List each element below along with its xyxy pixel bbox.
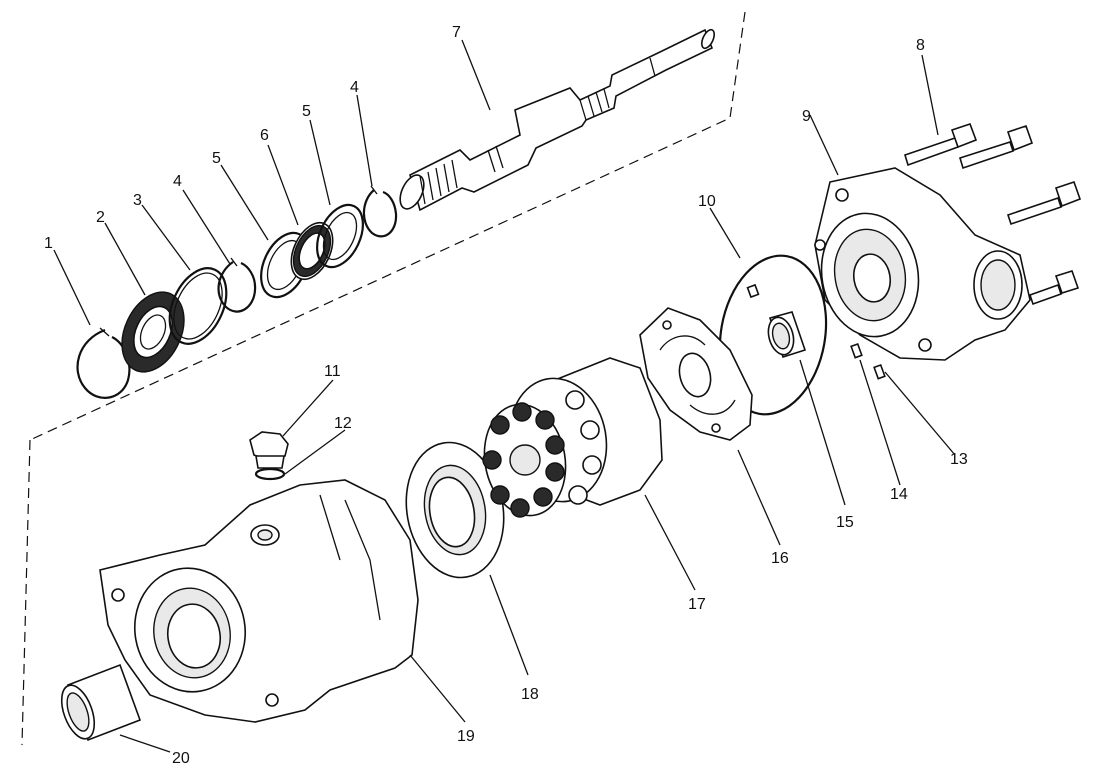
label-2: 2 — [96, 209, 105, 226]
label-7: 7 — [452, 24, 461, 41]
label-6: 6 — [260, 127, 269, 144]
part-10-o-ring — [718, 254, 828, 416]
part-3-ring — [168, 267, 228, 345]
part-7-drive-shaft — [399, 28, 715, 212]
label-14: 14 — [890, 486, 908, 503]
part-11-plug — [249, 431, 289, 469]
part-8-bolts — [904, 122, 1082, 306]
part-19-housing — [99, 479, 419, 723]
label-13: 13 — [950, 451, 968, 468]
part-labels: 1 2 3 4 5 6 5 4 7 8 9 10 11 12 13 14 15 … — [44, 24, 968, 767]
label-16: 16 — [771, 550, 789, 567]
label-10: 10 — [698, 193, 716, 210]
label-4b: 4 — [350, 79, 359, 96]
leader-lines — [53, 39, 956, 753]
part-4-snap-ring-left — [217, 257, 257, 313]
part-4-snap-ring-right — [362, 185, 398, 238]
label-3: 3 — [133, 192, 142, 209]
label-11: 11 — [324, 363, 341, 380]
part-6-bearing — [290, 221, 334, 281]
label-5b: 5 — [302, 103, 311, 120]
part-5-washer-right — [316, 203, 364, 269]
part-12-o-ring — [254, 467, 286, 481]
label-4: 4 — [173, 173, 182, 190]
part-15-needle-bearing — [767, 311, 807, 359]
label-18: 18 — [521, 686, 539, 703]
label-8: 8 — [916, 37, 925, 54]
assembly-axis-lines — [21, 11, 746, 746]
part-14-dowel-pin — [850, 342, 863, 359]
part-13-dowel-pin — [873, 363, 886, 380]
label-1: 1 — [44, 235, 53, 252]
part-9-end-cap — [814, 167, 1031, 361]
label-9: 9 — [802, 108, 811, 125]
part-16-valve-plate — [639, 307, 753, 441]
label-12: 12 — [334, 415, 352, 432]
part-2-shaft-seal — [121, 291, 185, 373]
piston-cluster — [482, 402, 567, 518]
label-5: 5 — [212, 150, 221, 167]
label-20: 20 — [172, 750, 190, 767]
label-17: 17 — [688, 596, 706, 613]
part-18-thrust-plate — [405, 441, 505, 579]
part-20-bushing — [60, 663, 142, 742]
label-15: 15 — [836, 514, 854, 531]
label-19: 19 — [457, 728, 475, 745]
